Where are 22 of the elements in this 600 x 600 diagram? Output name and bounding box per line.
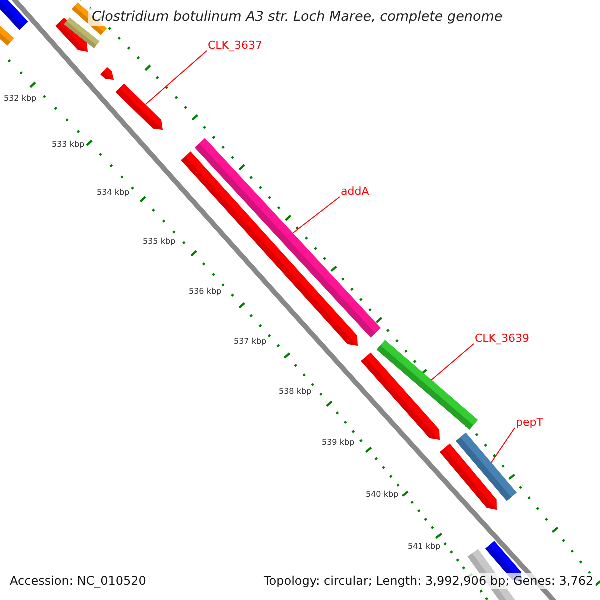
scale-label: 537 kbp bbox=[234, 337, 267, 346]
scale-label: 535 kbp bbox=[143, 237, 176, 246]
leader-line bbox=[292, 196, 340, 234]
scale-label: 534 kbp bbox=[97, 188, 130, 197]
map-info: Accession: NC_010520 bbox=[8, 573, 148, 589]
gene-label: CLK_3637 bbox=[208, 39, 263, 52]
scale-label: 533 kbp bbox=[52, 140, 85, 149]
gene-segment bbox=[456, 432, 517, 502]
gene-segment bbox=[116, 84, 163, 130]
scale-label: 540 kbp bbox=[366, 490, 399, 499]
scale-label: 532 kbp bbox=[4, 94, 37, 103]
scale-label: 539 kbp bbox=[322, 438, 355, 447]
scale-label: 538 kbp bbox=[279, 387, 312, 396]
gene-label: CLK_3639 bbox=[475, 332, 530, 345]
leader-line bbox=[145, 50, 208, 106]
leader-line bbox=[431, 344, 474, 381]
scale-label: 541 kbp bbox=[408, 542, 441, 551]
gene-label: pepT bbox=[516, 416, 544, 429]
map-info: Topology: circular; Length: 3,992,906 bp; Genes: 3,762 bbox=[262, 573, 596, 589]
leader-line bbox=[490, 428, 516, 464]
gene-label: addA bbox=[341, 185, 370, 198]
scale-label: 536 kbp bbox=[189, 287, 222, 296]
